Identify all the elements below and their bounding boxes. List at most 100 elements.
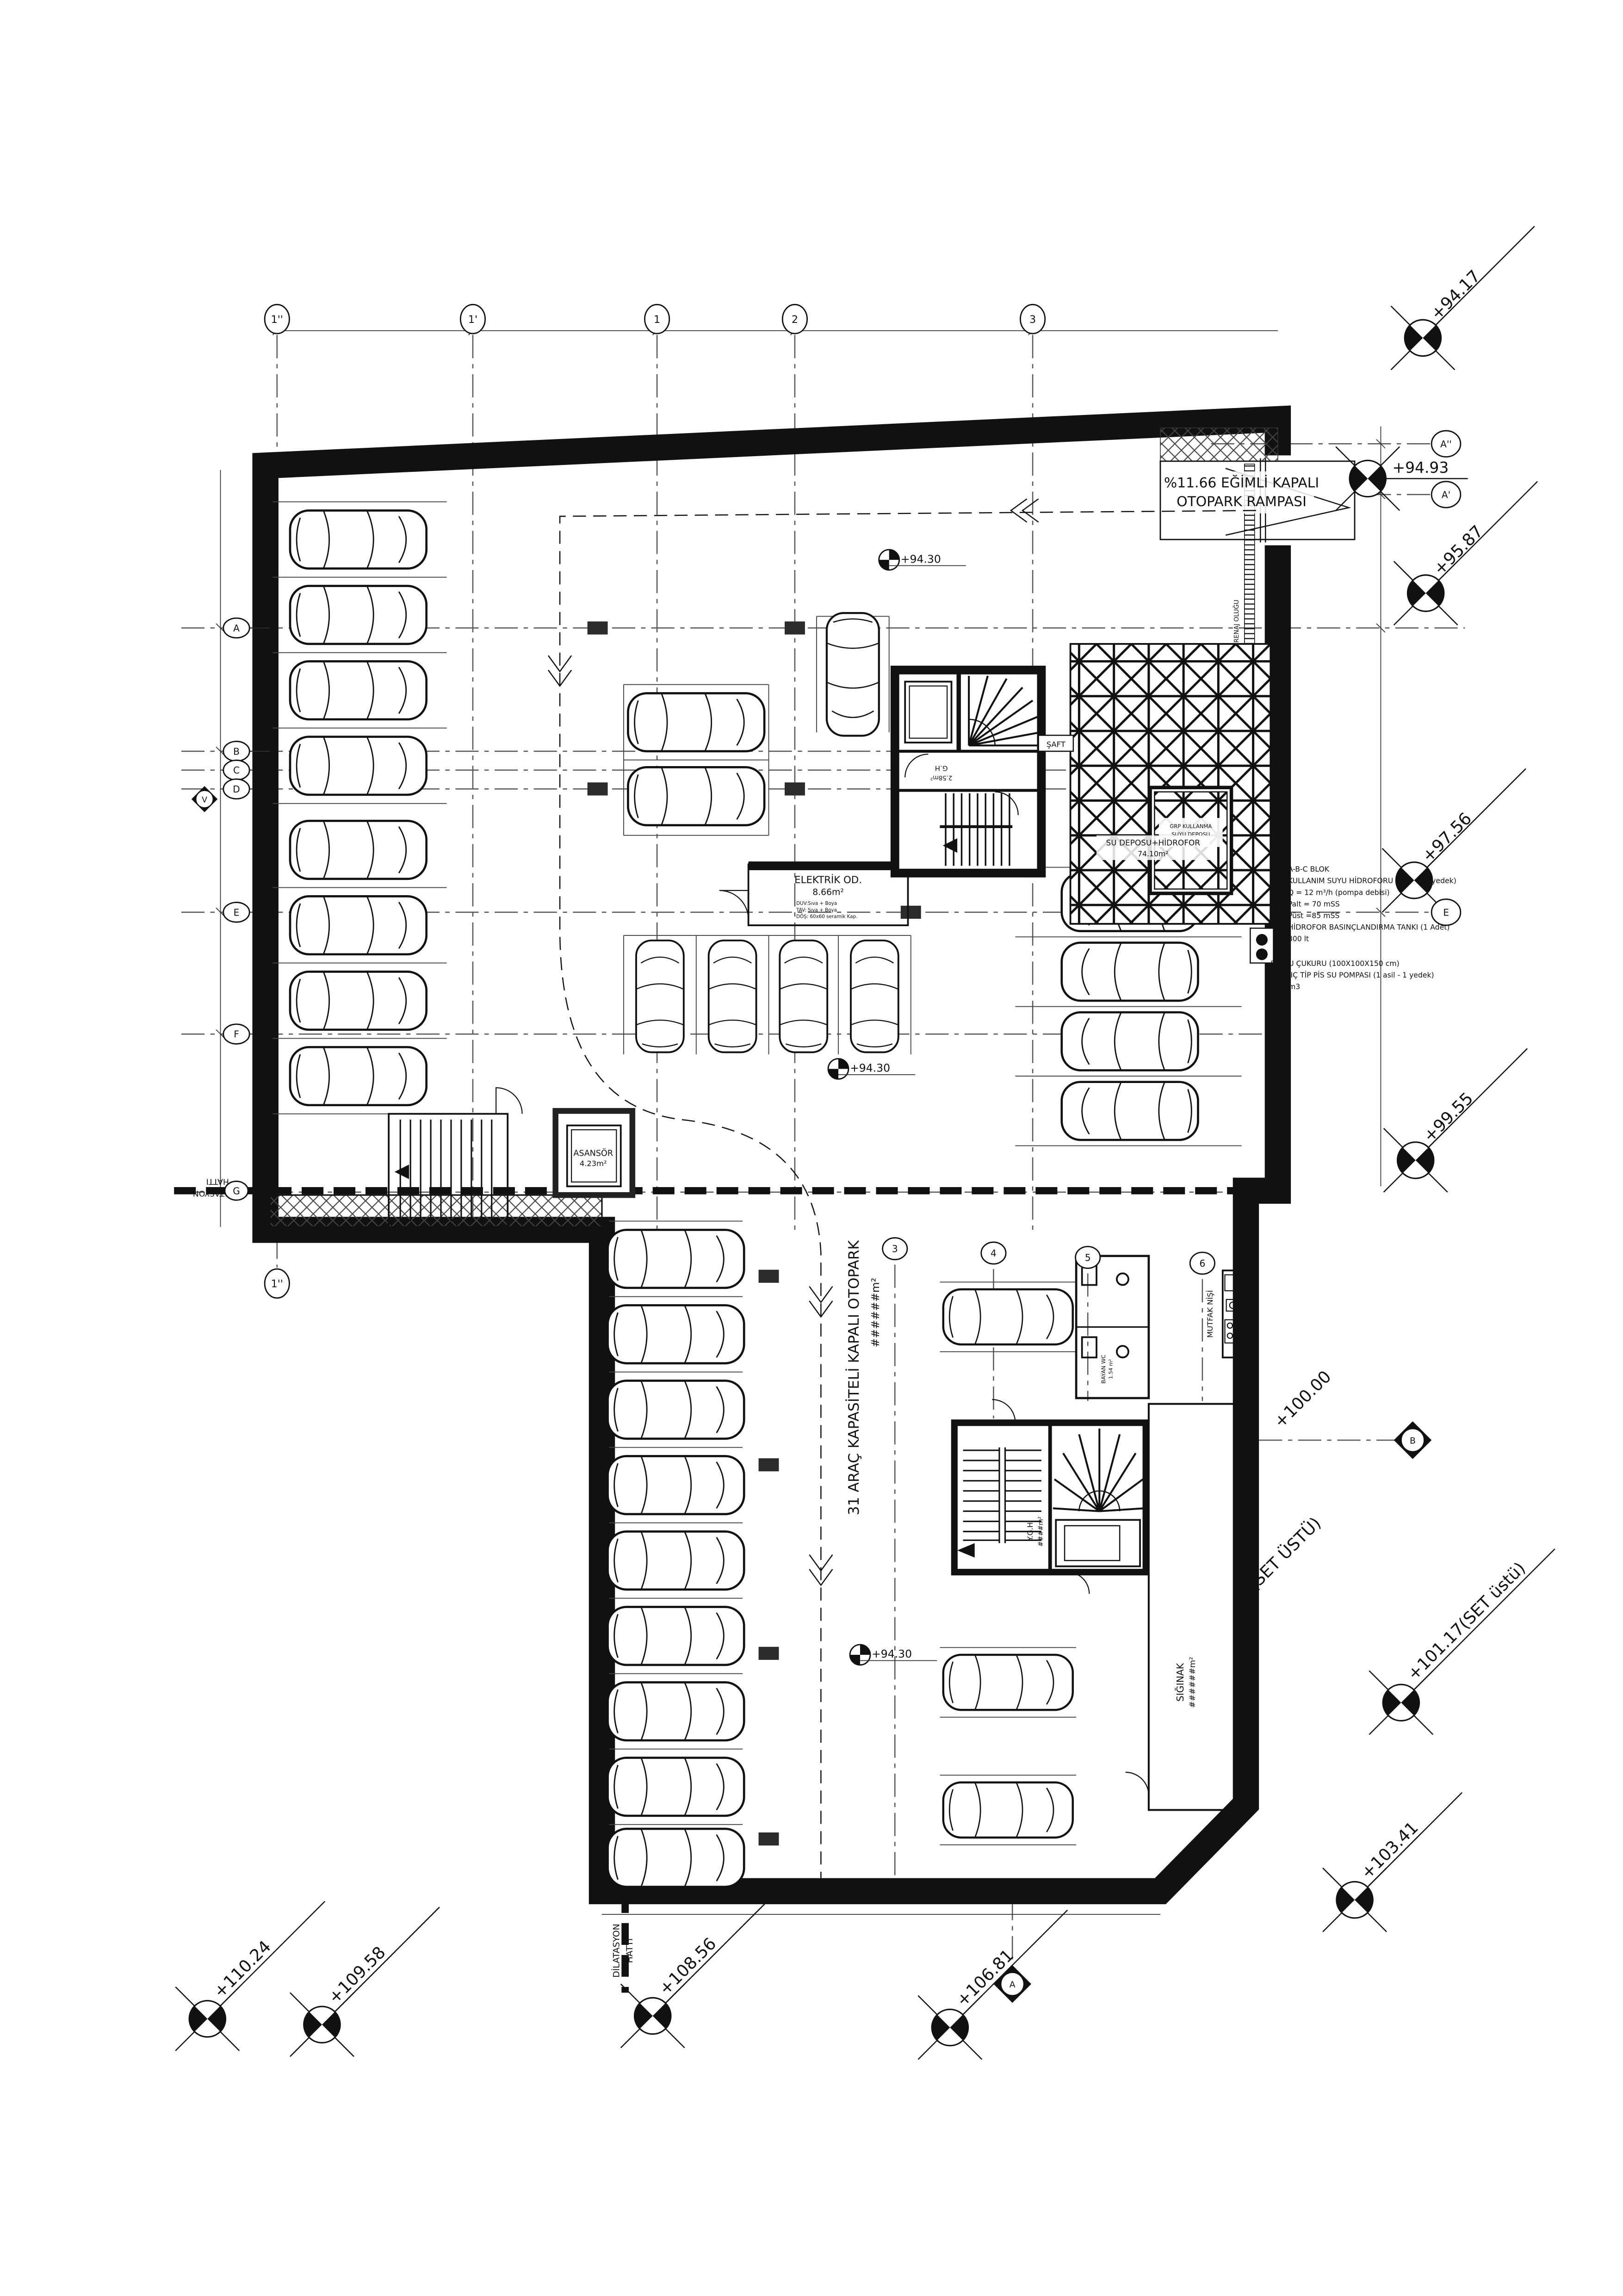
pump [1256, 948, 1268, 960]
svg-text:A'': A'' [1440, 439, 1452, 450]
elevator-shaft [566, 1124, 622, 1188]
car [1062, 943, 1198, 1001]
grp-tank-label1: GRP KULLANMA [1170, 823, 1212, 829]
room-gh-area: 2.58m² [930, 774, 952, 781]
garage-name: 31 ARAÇ KAPASİTELİ KAPALI OTOPARK [845, 1240, 862, 1516]
grid-bubble-top-1pp: 1'' [264, 303, 290, 334]
note-hydrofor-4: Palt = 70 mSS [1288, 899, 1340, 908]
grid-bubbles: 1'' 1' 1 2 3 A B C D V E F G A'' A' E 3 … [191, 303, 1462, 2004]
benchmark-101-17: +101.17(SET üstü) [1368, 1548, 1555, 1735]
spot-elevation-2: +94.30 [850, 1062, 890, 1075]
svg-text:+100.00: +100.00 [1270, 1367, 1335, 1432]
svg-text:G: G [233, 1185, 240, 1196]
room-bayan-wc-name: BAYAN WC [1100, 1355, 1107, 1384]
car [608, 1683, 744, 1740]
stair-arrow [394, 1164, 409, 1179]
grid-bubble-left-b: B [223, 741, 250, 762]
svg-text:3: 3 [892, 1244, 898, 1255]
car [635, 939, 685, 1053]
grid-bubble-right-e: E [1431, 898, 1462, 926]
drive-aisle [547, 498, 1256, 1883]
benchmark-110-24: +110.24 [174, 1901, 326, 2052]
grid-bubble-left-d: D [223, 778, 250, 800]
car [608, 1230, 744, 1287]
car [290, 662, 427, 719]
svg-text:D: D [233, 784, 240, 795]
car [1062, 1012, 1198, 1070]
shelter-room [1147, 1403, 1244, 1811]
benchmark-99-55: +99.55 [1383, 1048, 1528, 1193]
room-elektrik: ELEKTRİK OD. 8.66m² DUV:Sıva + Boya TAV:… [719, 861, 909, 926]
svg-text:+101.17(SET üstü): +101.17(SET üstü) [1404, 1559, 1530, 1684]
svg-text:+110.24: +110.24 [210, 1937, 275, 2002]
dilatation-left-line2: HATTI [206, 1177, 229, 1186]
parking-stalls [273, 501, 1242, 1845]
room-asansor-area: 4.23m² [580, 1159, 607, 1168]
core-lower: Y.G.H ####m² [951, 1399, 1149, 1594]
grid-bubble-left-f: F [223, 1023, 250, 1045]
grid-bubble-top-2: 2 [781, 303, 808, 334]
kitchen-label: MUTFAK NİŞİ [1206, 1290, 1214, 1338]
car [943, 1782, 1073, 1838]
fan-stair [968, 675, 1041, 747]
svg-text:+94.17: +94.17 [1427, 266, 1484, 324]
room-elektrik-area: 8.66m² [812, 887, 844, 897]
spot-elevation-icon [849, 1644, 871, 1666]
section-marker-v: V [191, 786, 218, 812]
svg-text:A: A [233, 623, 240, 634]
dilatation-bottom-line2: HATTI [625, 1938, 635, 1963]
benchmark-106-81: +106.81 [917, 1909, 1068, 2061]
benchmark-94-93: +94.93 [1335, 446, 1468, 512]
side-stair-elevator: ASANSÖR 4.23m² [388, 1087, 636, 1228]
car [827, 613, 879, 736]
svg-text:6: 6 [1199, 1258, 1205, 1269]
svg-text:3: 3 [1029, 314, 1036, 326]
benchmark-108-56: +108.56 [620, 1898, 771, 2049]
car [1062, 1082, 1198, 1140]
benchmark-103-41: +103.41 [1322, 1792, 1462, 1933]
svg-text:5: 5 [1085, 1252, 1091, 1263]
car [779, 939, 829, 1053]
room-gh-name: G.H [935, 764, 948, 772]
svg-text:A': A' [1442, 489, 1450, 501]
spot-elevation-3: +94.30 [872, 1647, 912, 1660]
benchmark-95-87: +95.87 [1393, 481, 1538, 626]
car [290, 821, 427, 879]
car [707, 939, 757, 1053]
grid-bubble-lower-3: 3 [882, 1237, 908, 1261]
svg-text:+99.55: +99.55 [1419, 1089, 1477, 1146]
car [290, 586, 427, 644]
garage-area: ######m² [869, 1278, 882, 1347]
note-hydrofor-7: 800 lt [1288, 934, 1309, 943]
note-hydrofor-3: Q = 12 m³/h (pompa debisi) [1288, 888, 1390, 897]
svg-text:+97.56: +97.56 [1418, 809, 1475, 866]
exterior-walls [252, 405, 1291, 1905]
grid-bubble-left-e: E [223, 902, 250, 923]
car [628, 767, 764, 825]
car [943, 1655, 1073, 1710]
spot-elevation-icon [878, 549, 900, 571]
water-tank-room: ŞAFT GRP KULLANMA SUYU DEPOSU 40 TON SU … [1038, 643, 1274, 964]
car [943, 1289, 1073, 1344]
straight-stair [940, 793, 1013, 866]
car [608, 1829, 744, 1887]
dilatation-band [269, 1194, 603, 1228]
note-pissu-1: PİS SU ÇUKURU (100X100X150 cm) [1270, 959, 1400, 968]
shaft-label: ŞAFT [1047, 740, 1065, 749]
svg-text:+94.93: +94.93 [1393, 458, 1449, 477]
structural-columns [587, 621, 921, 1846]
garage-capacity-label: 31 ARAÇ KAPASİTELİ KAPALI OTOPARK ######… [845, 1240, 882, 1516]
car [628, 693, 764, 751]
room-elektrik-finish1: DUV:Sıva + Boya [796, 901, 837, 906]
room-siginak-area: ######m² [1188, 1657, 1197, 1708]
lower-right-rooms: BAYAN WC 1.54 m² MUTFAK NİŞİ SIĞINAK ###… [1075, 1255, 1244, 1811]
grid-bubble-left-g: G [224, 1180, 249, 1201]
svg-text:B: B [1410, 1436, 1416, 1446]
drain-label: DRENAJ OLUĞU [1232, 600, 1240, 647]
pump [1256, 934, 1268, 946]
svg-text:+108.56: +108.56 [655, 1934, 720, 1999]
spot-elevations: +94.30 +94.30 +94.30 [827, 549, 966, 1666]
benchmark-109-58: +109.58 [289, 1906, 440, 2057]
